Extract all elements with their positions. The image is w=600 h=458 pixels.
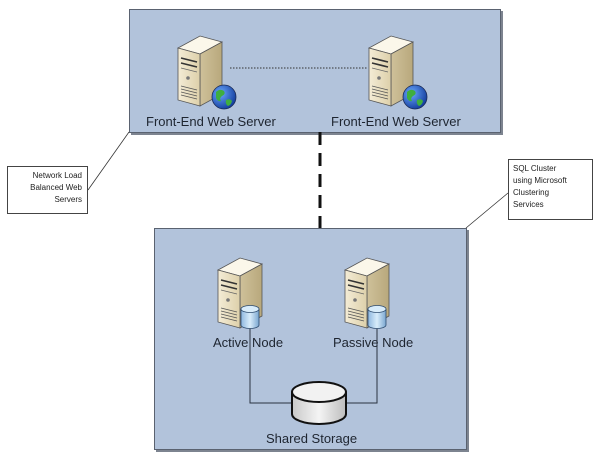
shared-storage-disk-icon[interactable] xyxy=(288,378,350,430)
shared-storage-label: Shared Storage xyxy=(266,431,358,446)
web-server-icon[interactable] xyxy=(174,34,244,112)
sql-cluster-callout: SQL Cluster using Microsoft Clustering S… xyxy=(508,159,593,220)
sql-callout-leader xyxy=(465,192,509,229)
sql-callout-line: using Microsoft xyxy=(513,176,567,185)
nlb-callout-line: Servers xyxy=(54,195,82,204)
database-icon xyxy=(367,305,387,329)
web-server-1-label: Front-End Web Server xyxy=(146,114,276,129)
active-node-server-icon[interactable] xyxy=(214,256,274,334)
active-node-label: Active Node xyxy=(213,335,284,350)
sql-callout-line: Clustering xyxy=(513,188,550,197)
globe-icon xyxy=(402,84,428,110)
passive-to-storage-link xyxy=(345,318,378,404)
database-icon xyxy=(240,305,260,329)
sql-callout-line: SQL Cluster xyxy=(513,164,557,173)
nlb-callout: Network Load Balanced Web Servers xyxy=(7,166,88,214)
nlb-callout-leader xyxy=(87,131,130,191)
web-server-icon[interactable] xyxy=(365,34,435,112)
nlb-callout-line: Network Load xyxy=(32,171,82,180)
web-server-2-label: Front-End Web Server xyxy=(331,114,461,129)
active-to-storage-link xyxy=(249,318,292,404)
nlb-callout-line: Balanced Web xyxy=(30,183,82,192)
passive-node-label: Passive Node xyxy=(333,335,414,350)
globe-icon xyxy=(211,84,237,110)
passive-node-server-icon[interactable] xyxy=(341,256,401,334)
sql-callout-line: Services xyxy=(513,200,544,209)
